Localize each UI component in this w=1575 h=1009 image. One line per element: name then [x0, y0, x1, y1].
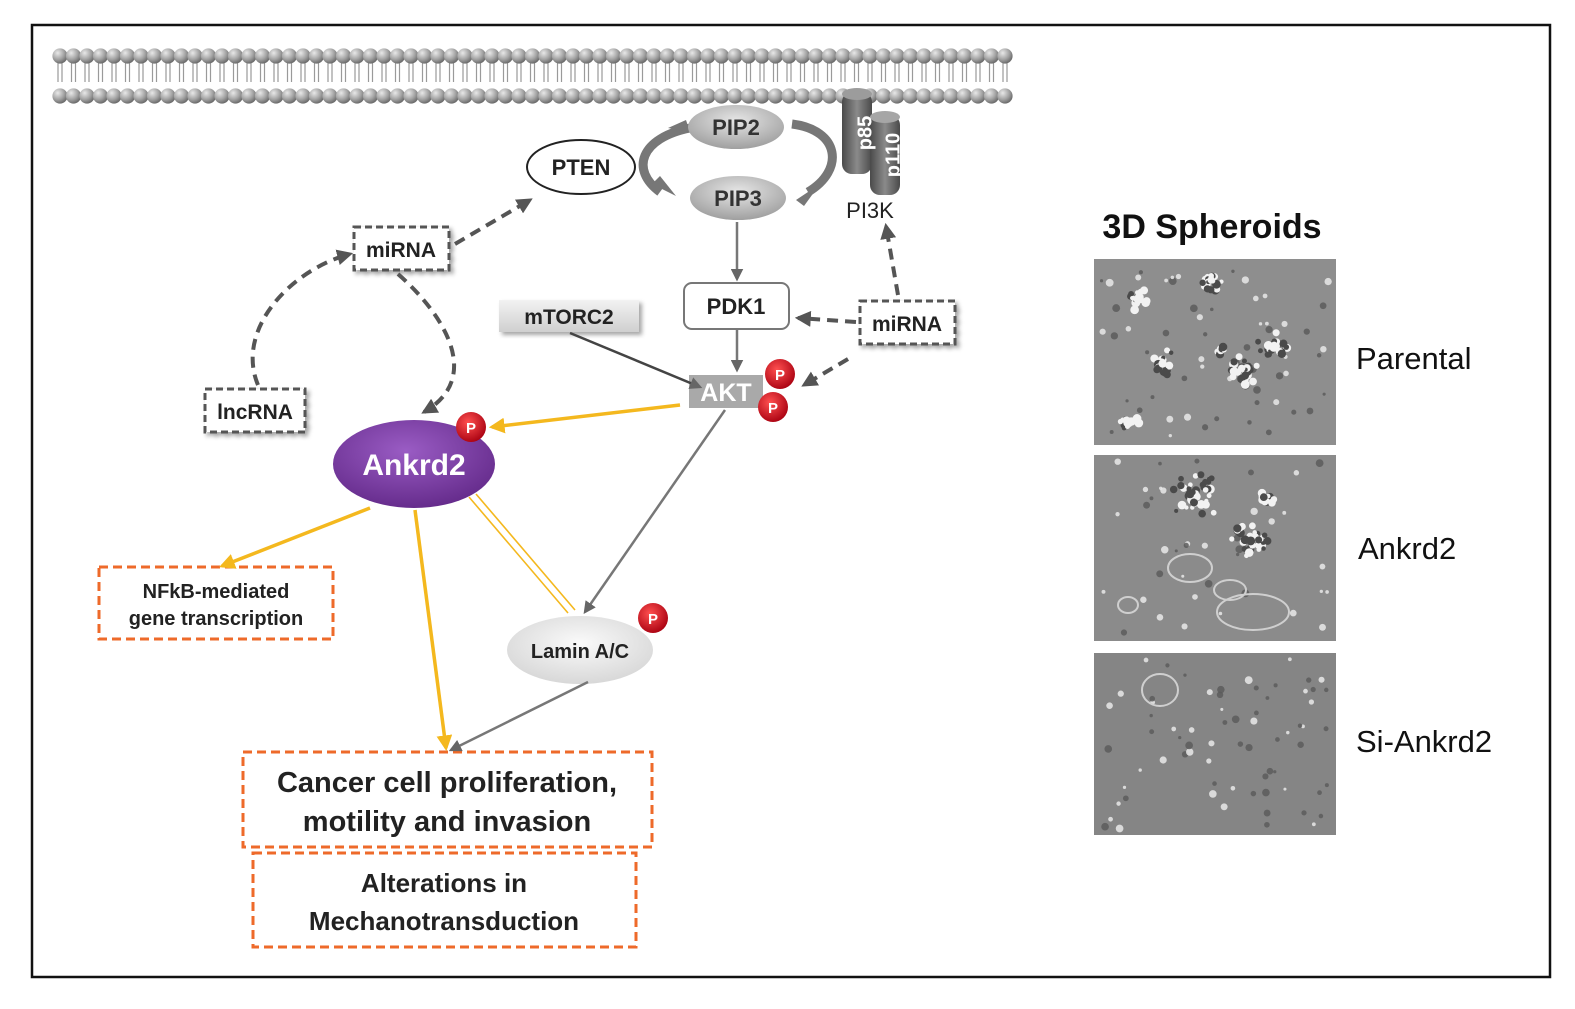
spheroid-image-si-ankrd2 — [1094, 653, 1336, 835]
mtorc2-label: mTORC2 — [524, 306, 613, 329]
svg-text:P: P — [648, 611, 658, 628]
cancer-line1: Cancer cell proliferation, — [277, 767, 617, 799]
arrow-mtorc2-akt — [569, 331, 703, 389]
arrow-lncrna-mirna — [250, 249, 354, 386]
ankrd2-label: Ankrd2 — [362, 449, 465, 482]
cycle-arrow-right — [791, 119, 837, 196]
cancer-box — [241, 750, 654, 849]
spheroid-image-ankrd2 — [1094, 455, 1336, 641]
nfkb-line2: gene transcription — [129, 608, 303, 630]
mirna-left-label: miRNA — [366, 239, 436, 262]
arrow-ankrd2-nfkb — [219, 506, 371, 569]
lncrna-label: lncRNA — [217, 401, 293, 424]
link-ankrd2-lamin-a — [468, 496, 569, 614]
arrow-mirna-pten — [453, 198, 533, 246]
cancer-line2: motility and invasion — [303, 806, 591, 838]
arrow-akt-lamin — [583, 409, 727, 615]
arrow-lamin-cancer — [448, 680, 589, 752]
mirna-left-node — [352, 225, 451, 272]
p85-label: p85 — [854, 116, 876, 150]
mirna-right-node — [858, 299, 957, 346]
svg-text:P: P — [768, 400, 778, 417]
panel-label-si-ankrd2: Si-Ankrd2 — [1356, 724, 1492, 759]
phospho-ankrd2: P — [456, 412, 486, 442]
link-ankrd2-lamin-b — [475, 493, 576, 611]
phospho-lamin: P — [638, 603, 668, 633]
spheroids-title: 3D Spheroids — [1102, 208, 1321, 246]
lncrna-node — [203, 387, 307, 434]
phospho-akt-2: P — [758, 392, 788, 422]
pip2-node — [688, 105, 784, 149]
pten-label: PTEN — [552, 155, 611, 180]
p110-subunit — [870, 111, 900, 195]
cycle-arrow-left — [638, 123, 691, 196]
mechano-line2: Mechanotransduction — [309, 906, 579, 936]
spheroid-image-parental — [1094, 259, 1336, 445]
mechano-line1: Alterations in — [361, 868, 527, 898]
arrow-mirna-ankrd2 — [396, 272, 457, 414]
pi3k-label: PI3K — [846, 198, 894, 223]
pdk1-node — [683, 282, 790, 330]
svg-text:P: P — [775, 367, 785, 384]
pip3-node — [690, 176, 786, 220]
p85-subunit — [842, 88, 872, 174]
pip2-label: PIP2 — [712, 115, 760, 140]
phospho-akt-1: P — [765, 359, 795, 389]
cell-membrane — [52, 48, 1013, 104]
arrow-mirna-akt — [801, 357, 850, 387]
panel-label-parental: Parental — [1356, 341, 1471, 376]
p110-label: p110 — [882, 133, 904, 177]
pip3-label: PIP3 — [714, 186, 762, 211]
lamin-label: Lamin A/C — [531, 641, 629, 663]
akt-label: AKT — [700, 379, 751, 407]
nfkb-box — [97, 565, 335, 641]
svg-text:P: P — [466, 420, 476, 437]
arrow-akt-ankrd2 — [488, 403, 681, 434]
mtorc2-node — [499, 300, 639, 332]
ankrd2-node — [333, 420, 495, 508]
panel-label-ankrd2: Ankrd2 — [1358, 531, 1456, 566]
figure-frame — [30, 23, 1552, 979]
arrow-mirna-pi3k — [880, 222, 900, 296]
mirna-right-label: miRNA — [872, 313, 942, 336]
lamin-node — [507, 616, 653, 684]
arrow-ankrd2-cancer — [413, 509, 453, 752]
pten-node — [526, 139, 636, 195]
nfkb-line1: NFkB-mediated — [143, 581, 290, 603]
pdk1-label: PDK1 — [707, 294, 766, 319]
arrow-mirna-pdk1 — [794, 310, 857, 327]
